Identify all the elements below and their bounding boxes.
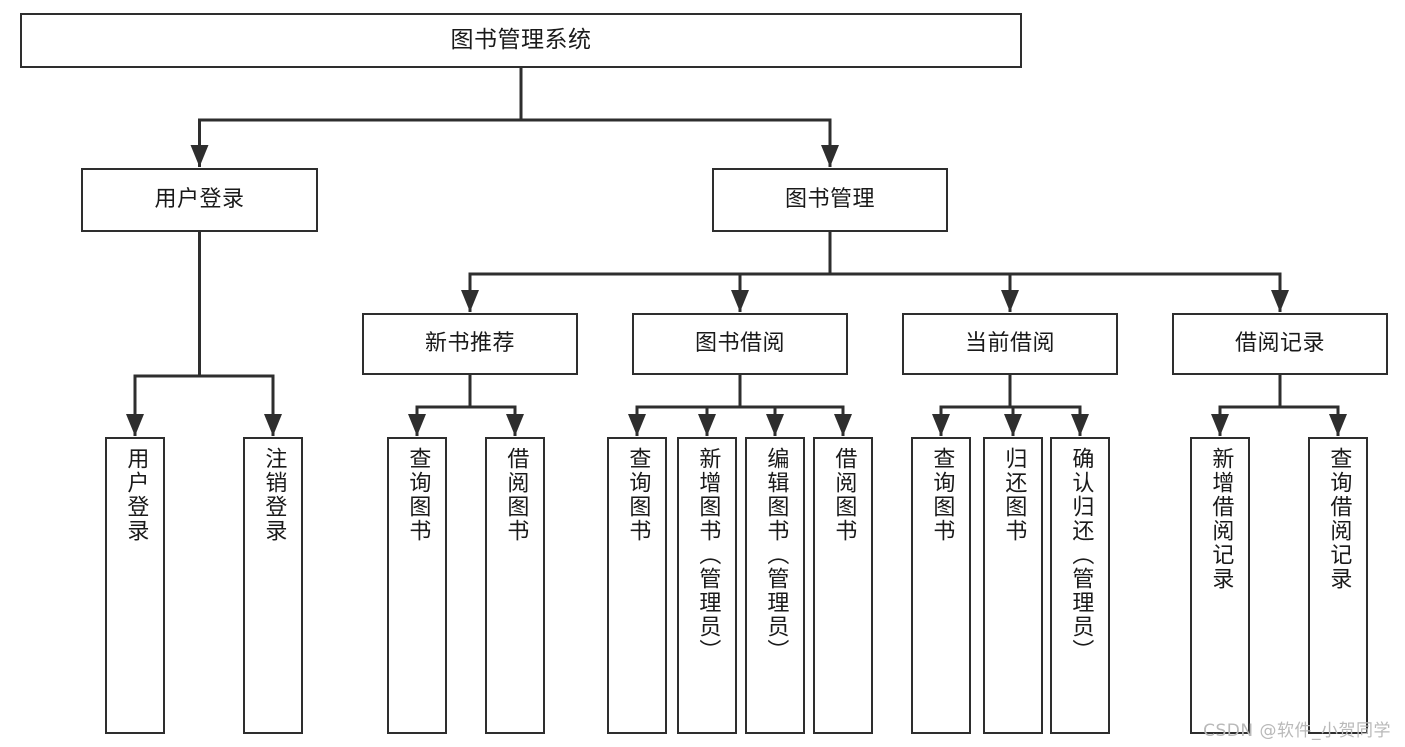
node-leaf-borrow-book-1[interactable]: 借阅图书 (485, 437, 545, 734)
connector-arrowhead (698, 414, 716, 436)
node-label: 新增借阅记录 (1208, 447, 1234, 591)
connector-arrowhead (126, 414, 144, 436)
node-leaf-add-record[interactable]: 新增借阅记录 (1190, 437, 1250, 734)
node-leaf-add-book[interactable]: 新增图书（管理员） (677, 437, 737, 734)
connector-arrowhead (1329, 414, 1347, 436)
node-label: 借阅图书 (503, 447, 529, 543)
node-leaf-borrow-book-2[interactable]: 借阅图书 (813, 437, 873, 734)
connector-arrowhead (766, 414, 784, 436)
node-book-borrow[interactable]: 图书借阅 (632, 313, 848, 375)
node-borrow-record[interactable]: 借阅记录 (1172, 313, 1388, 375)
connector-arrowhead (1211, 414, 1229, 436)
node-root[interactable]: 图书管理系统 (20, 13, 1022, 68)
node-leaf-confirm-return[interactable]: 确认归还（管理员） (1050, 437, 1110, 734)
node-label: 查询借阅记录 (1326, 447, 1352, 591)
connector-arrowhead (408, 414, 426, 436)
connector-arrowhead (190, 145, 209, 167)
node-label: 查询图书 (625, 447, 651, 543)
node-label: 用户登录 (123, 447, 149, 543)
connector-arrowhead (264, 414, 282, 436)
connector-arrowhead (1271, 290, 1289, 312)
node-label: 当前借阅 (964, 331, 1055, 357)
connector-arrowhead (628, 414, 646, 436)
node-label: 确认归还（管理员） (1068, 447, 1094, 663)
node-label: 编辑图书（管理员） (763, 447, 789, 663)
connector-arrowhead (1004, 414, 1022, 436)
watermark: CSDN @软件_小贺同学 (1203, 721, 1391, 741)
node-label: 查询图书 (405, 447, 431, 543)
node-label: 图书管理 (784, 187, 875, 213)
node-leaf-user-login[interactable]: 用户登录 (105, 437, 165, 734)
node-label: 用户登录 (154, 187, 245, 213)
node-label: 归还图书 (1001, 447, 1027, 543)
connector-arrowhead (461, 290, 479, 312)
node-label: 图书借阅 (694, 331, 785, 357)
connector-arrowhead (834, 414, 852, 436)
connector-arrowhead (932, 414, 950, 436)
connector-arrowhead (506, 414, 524, 436)
node-leaf-query-book-1[interactable]: 查询图书 (387, 437, 447, 734)
node-new-book-rec[interactable]: 新书推荐 (362, 313, 578, 375)
node-leaf-user-logout[interactable]: 注销登录 (243, 437, 303, 734)
node-book-mgmt[interactable]: 图书管理 (712, 168, 948, 232)
node-leaf-query-book-3[interactable]: 查询图书 (911, 437, 971, 734)
connector-arrowhead (1071, 414, 1089, 436)
node-leaf-query-record[interactable]: 查询借阅记录 (1308, 437, 1368, 734)
node-label: 图书管理系统 (450, 26, 592, 53)
node-label: 查询图书 (929, 447, 955, 543)
node-label: 注销登录 (261, 447, 287, 543)
node-user-login[interactable]: 用户登录 (81, 168, 318, 232)
node-leaf-edit-book[interactable]: 编辑图书（管理员） (745, 437, 805, 734)
connector-arrowhead (821, 145, 839, 167)
connector-arrowhead (1001, 290, 1019, 312)
connector-arrowhead (731, 290, 749, 312)
node-leaf-return-book[interactable]: 归还图书 (983, 437, 1043, 734)
node-leaf-query-book-2[interactable]: 查询图书 (607, 437, 667, 734)
node-current-borrow[interactable]: 当前借阅 (902, 313, 1118, 375)
node-label: 新增图书（管理员） (695, 447, 721, 663)
node-label: 借阅图书 (831, 447, 857, 543)
node-label: 借阅记录 (1234, 331, 1325, 357)
node-label: 新书推荐 (424, 331, 515, 357)
